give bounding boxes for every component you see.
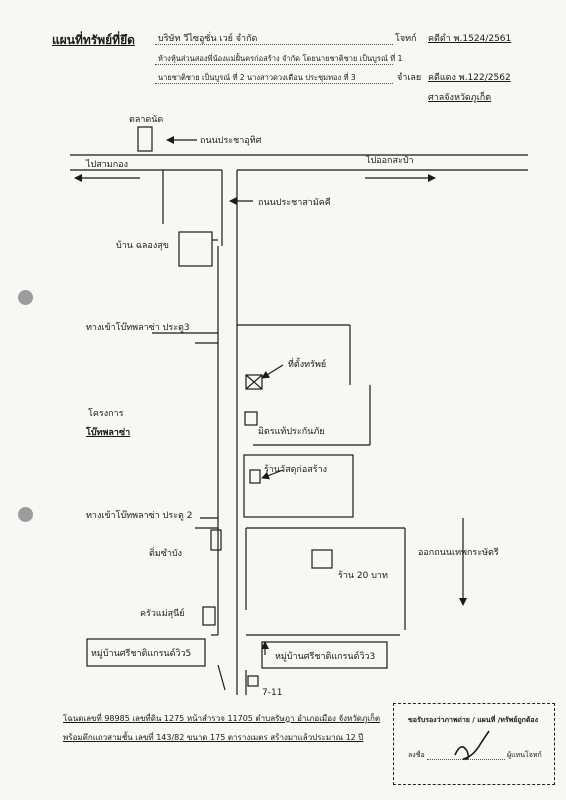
village5-box — [86, 638, 206, 667]
certification-signer-role: ผู้แทนโจทก์ — [507, 751, 542, 759]
footer-building-line: พร้อมตึกแถวสามชั้น เลขที่ 143/82 ขนาด 17… — [63, 733, 364, 742]
defendant-line-1-rule — [155, 64, 393, 65]
label-market: ตลาดนัด — [129, 115, 164, 125]
label-gate3: ทางเข้าโบ๊ทพลาซ่า ประตู3 — [86, 323, 190, 333]
label-main-road: ถนนประชาอุทิศ — [200, 136, 262, 146]
label-property: ที่ตั้งทรัพย์ — [288, 360, 327, 370]
label-seven-eleven: 7-11 — [262, 688, 283, 698]
hardware-shop-block — [243, 454, 354, 518]
label-project-name: โบ๊ทพลาซ่า — [86, 428, 131, 438]
label-to-samkong: ไปสามกอง — [86, 160, 128, 170]
defendant-label: จำเลย — [397, 73, 422, 83]
defendant-line-2: นายชาติชาย เป็นบูรณ์ ที่ 2 นางสาวดวงเดือ… — [158, 73, 356, 82]
insurance-box — [244, 411, 258, 426]
certification-sign-label: ลงชื่อ — [408, 751, 425, 759]
label-project: โครงการ — [88, 409, 124, 419]
hardware-shop-marker — [249, 469, 261, 484]
label-shop20: ร้าน 20 บาท — [338, 571, 388, 581]
certification-sign-line — [427, 759, 505, 760]
property-marker — [245, 374, 263, 390]
house-chalong-box — [178, 231, 213, 267]
court-name: ศาลจังหวัดภูเก็ต — [428, 93, 492, 103]
certification-text: ขอรับรองว่าภาพถ่าย / แผนที่ /ทรัพย์ถูกต้… — [408, 716, 539, 724]
label-hardware: ร้านวัสดุก่อสร้าง — [264, 465, 328, 475]
label-side-road: ถนนประชาสามัคคี — [258, 198, 331, 208]
label-insurance: มิตรแท้ประกันภัย — [258, 427, 325, 437]
label-gate2: ทางเข้าโบ๊ทพลาซ่า ประตู 2 — [86, 511, 193, 521]
certification-box: ขอรับรองว่าภาพถ่าย / แผนที่ /ทรัพย์ถูกต้… — [393, 703, 555, 785]
red-case-number: คดีแดง พ.122/2562 — [428, 73, 511, 83]
plaintiff-line — [155, 44, 393, 45]
black-case-number: คดีดำ พ.1524/2561 — [428, 34, 512, 44]
plaintiff-label: โจทก์ — [395, 34, 417, 44]
seven-eleven-box — [247, 675, 259, 687]
shop20-box — [311, 549, 333, 569]
punch-hole-bottom — [18, 507, 33, 522]
village3-box — [261, 641, 388, 669]
label-house-chalong: บ้าน ฉลองสุข — [116, 241, 169, 251]
label-village5: หมู่บ้านศรีชาติแกรนด์วิว5 — [91, 649, 192, 659]
signature-mark — [454, 730, 490, 761]
label-dimsum: ติ่มซำบัง — [149, 549, 183, 559]
defendant-line-2-rule — [155, 83, 393, 84]
kitchen-box — [202, 606, 216, 626]
market-box — [137, 126, 153, 152]
label-thepkrasattri: ออกถนนเทพกระษัตรี — [418, 548, 499, 558]
punch-hole-top — [18, 290, 33, 305]
document-title: แผนที่ทรัพย์ที่ยึด — [52, 33, 135, 47]
defendant-line-1: ห้างหุ้นส่วนสองพี่น้องแม่ฝั้นครก่อสร้าง … — [158, 54, 403, 63]
dimsum-box — [210, 529, 222, 551]
footer-deed-line: โฉนดเลขที่ 98985 เลขที่ดิน 1275 หน้าสำรว… — [63, 714, 381, 723]
label-to-kathu: ไปออกสะป๋า — [366, 156, 414, 166]
plaintiff-company: บริษัท วีไซอูซั่น เวย์ จำกัด — [158, 34, 258, 44]
label-village3: หมู่บ้านศรีชาติแกรนด์วิว3 — [275, 652, 376, 662]
label-kitchen: ครัวแม่สุนีย์ — [140, 609, 185, 619]
